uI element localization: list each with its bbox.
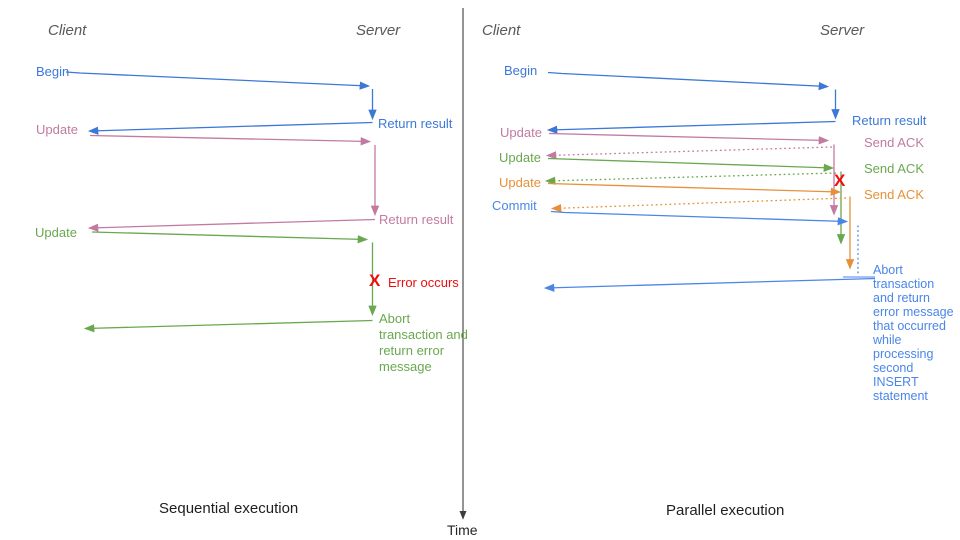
- seq-return-result-1-arrow: [87, 121, 373, 135]
- par-commit-request-arrow: [550, 210, 849, 226]
- par-send-ack-2-label: Send ACK: [864, 161, 924, 176]
- par-update-1-label: Update: [500, 125, 542, 140]
- seq-return-result-2-label: Return result: [379, 212, 454, 227]
- parallel-client-header: Client: [482, 22, 521, 39]
- par-update-3-request-arrow: [547, 182, 842, 196]
- par-error-x-icon: X: [834, 171, 846, 190]
- parallel-arrows: [543, 71, 876, 292]
- sequential-server-header: Server: [356, 22, 401, 39]
- sequential-client-header: Client: [48, 22, 87, 39]
- par-send-ack-1-label: Send ACK: [864, 135, 924, 150]
- seq-abort-return-arrow: [83, 319, 373, 333]
- par-return-result-label: Return result: [852, 113, 927, 128]
- seq-error-occurs-label: Error occurs: [388, 275, 459, 290]
- par-send-ack-1-arrow: [545, 146, 833, 160]
- par-update-2-request-arrow: [547, 157, 835, 172]
- seq-update-1-request-arrow: [89, 134, 372, 146]
- seq-begin-request-arrow: [65, 71, 371, 90]
- seq-update-2-request-arrow: [91, 231, 369, 244]
- seq-error-x-icon: X: [369, 271, 381, 290]
- seq-update-2-label: Update: [35, 225, 77, 240]
- par-abort-return-arrow: [543, 277, 876, 292]
- par-update-1-request-arrow: [548, 132, 830, 145]
- time-axis-label: Time: [447, 522, 478, 538]
- sequential-arrows: [65, 71, 380, 333]
- par-send-ack-3-arrow: [550, 197, 847, 213]
- par-begin-label: Begin: [504, 63, 538, 78]
- par-update-3-label: Update: [499, 175, 541, 190]
- parallel-server-header: Server: [820, 22, 865, 39]
- sequential-caption: Sequential execution: [159, 500, 299, 517]
- seq-return-result-2-arrow: [87, 218, 376, 232]
- seq-return-result-1-label: Return result: [378, 116, 453, 131]
- seq-begin-label: Begin: [36, 64, 70, 79]
- par-send-ack-3-label: Send ACK: [864, 187, 924, 202]
- seq-abort-message-label: Abort transaction and return error messa…: [379, 311, 468, 374]
- par-commit-label: Commit: [492, 198, 537, 213]
- par-abort-message-label: Abort transaction and return error messa…: [873, 263, 954, 403]
- par-update-2-label: Update: [499, 150, 541, 165]
- par-begin-request-arrow: [547, 71, 830, 91]
- par-send-ack-2-arrow: [544, 172, 837, 185]
- seq-update-1-label: Update: [36, 122, 78, 137]
- par-return-result-arrow: [546, 120, 836, 134]
- parallel-caption: Parallel execution: [666, 502, 785, 519]
